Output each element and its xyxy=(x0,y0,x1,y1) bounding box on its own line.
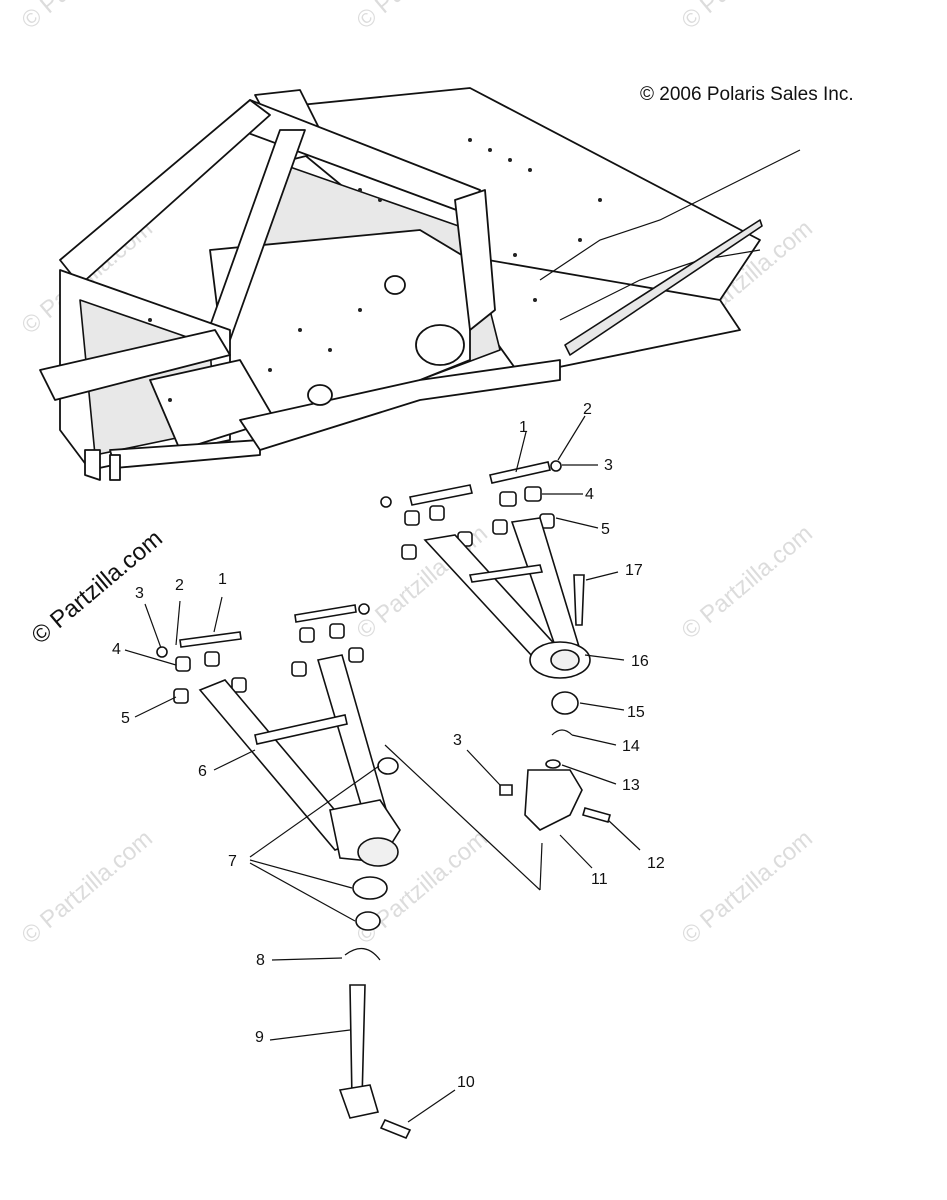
callout-labels: 1 2 3 4 5 17 16 15 14 13 12 11 3 1 2 3 4… xyxy=(112,401,665,1091)
callout-10: 10 xyxy=(457,1074,475,1091)
lower-a-arm-assembly xyxy=(156,603,412,1140)
watermark-text: © Partzilla.com xyxy=(352,0,493,35)
arm-brace xyxy=(254,714,348,745)
pivot-bolt xyxy=(409,484,473,506)
nut xyxy=(380,496,392,508)
spindle-foot xyxy=(338,1084,380,1119)
callout-12: 12 xyxy=(647,855,665,872)
bushing xyxy=(173,688,189,704)
watermark-text: © Partzilla.com xyxy=(17,825,158,950)
bushing xyxy=(429,505,445,521)
bushing xyxy=(348,647,364,663)
callout-15: 15 xyxy=(627,704,645,721)
callout-5: 5 xyxy=(601,521,610,538)
bearing-cup-7 xyxy=(352,876,388,900)
cup-15 xyxy=(551,691,579,715)
bushing xyxy=(524,486,542,502)
watermark-text: © Partzilla.com xyxy=(677,0,818,35)
callout-1: 1 xyxy=(519,419,528,436)
callout-9: 9 xyxy=(255,1029,264,1046)
nut xyxy=(358,603,370,615)
spindle-shaft-9 xyxy=(349,984,366,1101)
watermark-text-dark: © Partzilla.com xyxy=(27,525,168,650)
callout-2: 2 xyxy=(583,401,592,418)
chassis-frame xyxy=(39,87,801,481)
bushing xyxy=(492,519,508,535)
arm-brace xyxy=(468,564,544,583)
spindle-bore xyxy=(357,837,399,867)
callout-13: 13 xyxy=(622,777,640,794)
pivot-bolt xyxy=(179,631,242,648)
callout-16: 16 xyxy=(631,653,649,670)
watermark-text: © Partzilla.com xyxy=(17,0,158,35)
callout-14: 14 xyxy=(622,738,640,755)
callout-17: 17 xyxy=(625,562,643,579)
bushing xyxy=(204,651,220,667)
nut xyxy=(550,460,562,472)
leader-lines xyxy=(124,415,641,1123)
callout-3c: 3 xyxy=(135,585,144,602)
callout-4b: 4 xyxy=(112,641,121,658)
bushing xyxy=(291,661,307,677)
snap-ring-14 xyxy=(551,729,573,736)
callout-6: 6 xyxy=(198,763,207,780)
nut xyxy=(156,646,168,658)
callout-4: 4 xyxy=(585,486,594,503)
snap-ring-8 xyxy=(344,948,381,961)
callout-5b: 5 xyxy=(121,710,130,727)
callout-11: 11 xyxy=(591,871,608,888)
pivot-bolt xyxy=(489,461,551,484)
nut-3 xyxy=(499,784,513,796)
pivot-bolt xyxy=(294,604,357,623)
bushing xyxy=(175,656,191,672)
bushing xyxy=(404,510,420,526)
bolt-12 xyxy=(582,807,611,823)
spindle-bracket-11 xyxy=(524,769,583,831)
callout-8: 8 xyxy=(256,952,265,969)
callout-2b: 2 xyxy=(175,577,184,594)
bushing xyxy=(329,623,345,639)
watermark-text: © Partzilla.com xyxy=(677,825,818,950)
bushing xyxy=(401,544,417,560)
watermark-text: © Partzilla.com xyxy=(677,520,818,645)
callout-3b: 3 xyxy=(453,732,462,749)
bearing-cup-7 xyxy=(377,757,399,775)
callout-7: 7 xyxy=(228,853,237,870)
pin-10 xyxy=(379,1118,412,1140)
bushing xyxy=(299,627,315,643)
bushing xyxy=(231,677,247,693)
washer-13 xyxy=(545,759,561,769)
upper-a-arm-assembly xyxy=(380,460,611,831)
copyright-text: © 2006 Polaris Sales Inc. xyxy=(640,84,854,105)
callout-3: 3 xyxy=(604,457,613,474)
ball-joint xyxy=(550,649,580,671)
bushing xyxy=(499,491,517,507)
bearing-cup-7 xyxy=(355,911,381,931)
callout-1b: 1 xyxy=(218,571,227,588)
bolt-17 xyxy=(573,574,585,626)
